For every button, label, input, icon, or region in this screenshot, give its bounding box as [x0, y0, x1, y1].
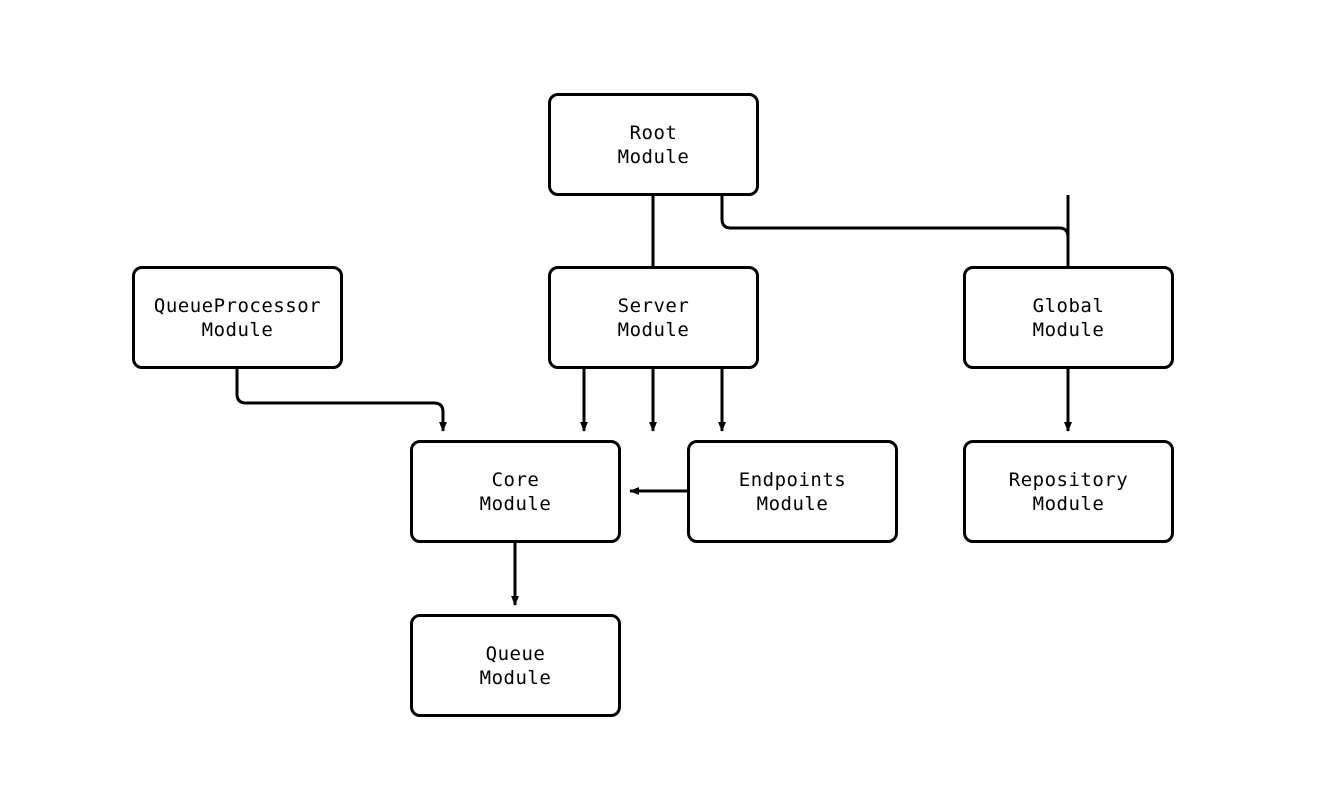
node-endpoints-module[interactable]: Endpoints Module: [687, 440, 898, 543]
node-label-server-module: Server Module: [617, 294, 690, 341]
node-label-global-module: Global Module: [1032, 294, 1105, 341]
node-core-module[interactable]: Core Module: [410, 440, 621, 543]
node-server-module[interactable]: Server Module: [548, 266, 759, 369]
node-label-queue-module: Queue Module: [479, 642, 552, 689]
node-root-module[interactable]: Root Module: [548, 93, 759, 196]
node-global-module[interactable]: Global Module: [963, 266, 1174, 369]
node-label-repository-module: Repository Module: [1008, 468, 1129, 515]
node-queueprocessor-module[interactable]: QueueProcessor Module: [132, 266, 343, 369]
node-label-root-module: Root Module: [617, 121, 690, 168]
node-label-core-module: Core Module: [479, 468, 552, 515]
node-queue-module[interactable]: Queue Module: [410, 614, 621, 717]
node-label-endpoints-module: Endpoints Module: [738, 468, 847, 515]
edge-queueprocessor-to-core: [235, 369, 447, 432]
node-repository-module[interactable]: Repository Module: [963, 440, 1174, 543]
node-label-queueprocessor-module: QueueProcessor Module: [153, 294, 322, 341]
